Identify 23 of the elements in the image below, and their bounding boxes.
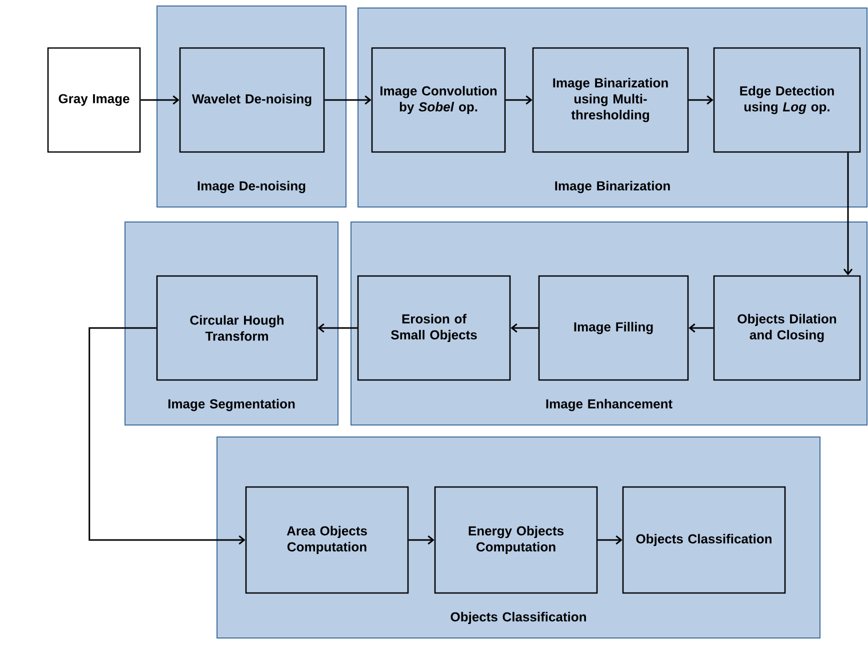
process-box: Objects Classification [622, 486, 786, 594]
arrow [688, 95, 714, 105]
arrow [408, 535, 434, 545]
arrow [843, 152, 853, 276]
arrow [688, 323, 714, 333]
process-box: Energy Objects Computation [434, 486, 598, 594]
process-box: Objects Dilation and Closing [713, 275, 861, 381]
input-box: Gray Image [47, 47, 141, 153]
arrow [510, 323, 538, 333]
arrow [88, 327, 246, 545]
arrow [318, 323, 358, 333]
process-box: Image Filling [538, 275, 689, 381]
process-box: Erosion of Small Objects [357, 275, 511, 381]
arrow [506, 95, 532, 105]
process-box: Image Convolution by Sobel op. [371, 47, 506, 153]
process-box: Circular Hough Transform [156, 275, 318, 381]
process-box: Edge Detection using Log op. [713, 47, 861, 153]
process-box: Image Binarization using Multi-thresholding [532, 47, 689, 153]
arrow [598, 535, 622, 545]
process-box: Wavelet De-noising [179, 47, 325, 153]
arrow [324, 95, 372, 105]
process-box: Area Objects Computation [245, 486, 409, 594]
arrow [140, 95, 180, 105]
